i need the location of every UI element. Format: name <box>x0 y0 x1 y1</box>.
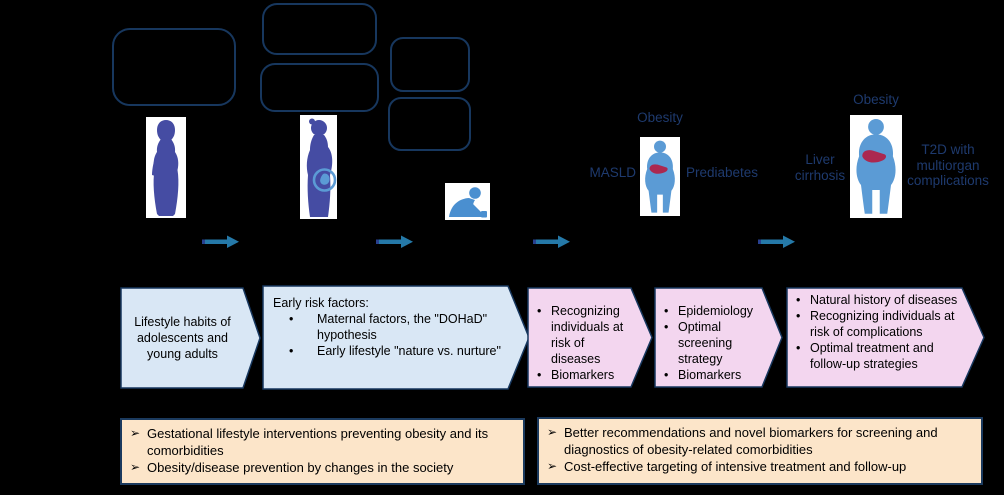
bullet-item: Early lifestyle "nature vs. nurture" <box>273 343 505 359</box>
chevron-text: Lifestyle habits of adolescents and youn… <box>134 315 231 361</box>
chevron-bullet-list: Natural history of diseases Recognizing … <box>795 292 963 372</box>
outline-box-2 <box>262 3 377 55</box>
bullet-item: Maternal factors, the "DOHaD" hypothesis <box>273 311 505 343</box>
prediabetes-label: Prediabetes <box>686 165 759 180</box>
outline-box-5 <box>388 97 471 151</box>
recommendation-list: Gestational lifestyle interventions prev… <box>130 425 515 476</box>
bullet-item: Optimal treatment and follow-up strategi… <box>795 340 963 372</box>
right-arrow-icon-1 <box>202 235 239 248</box>
bullet-item: Epidemiology <box>663 303 767 319</box>
recommendation-item: Obesity/disease prevention by changes in… <box>130 459 515 476</box>
recommendation-item: Cost-effective targeting of intensive tr… <box>547 458 973 475</box>
bullet-item: Biomarkers <box>536 367 636 383</box>
chevron-lifestyle-habits: Lifestyle habits of adolescents and youn… <box>120 287 261 389</box>
woman-silhouette-icon <box>146 117 186 218</box>
recommendation-item: Gestational lifestyle interventions prev… <box>130 425 515 459</box>
bullet-item: Recognizing individuals at risk of disea… <box>536 303 636 367</box>
recommendation-item: Better recommendations and novel biomark… <box>547 424 973 458</box>
obesity-label-mid: Obesity <box>637 110 683 125</box>
obesity-label-right: Obesity <box>853 92 899 107</box>
chevron-bullet-list: Epidemiology Optimal screening strategy … <box>663 303 767 383</box>
t2d-complications-label: T2D with multiorgan complications <box>907 142 989 189</box>
bullet-item: Recognizing individuals at risk of compl… <box>795 308 963 340</box>
chevron-title: Early risk factors: <box>273 296 369 310</box>
bullet-item: Biomarkers <box>663 367 767 383</box>
obese-person-with-liver-icon <box>640 137 680 216</box>
outline-box-4 <box>390 37 470 92</box>
chevron-epidemiology: Epidemiology Optimal screening strategy … <box>654 287 783 388</box>
right-arrow-icon-4 <box>758 235 795 248</box>
recommendation-list: Better recommendations and novel biomark… <box>547 424 973 475</box>
chevron-bullet-list: Maternal factors, the "DOHaD" hypothesis… <box>273 311 505 359</box>
obese-person-with-liver-icon-large <box>850 115 902 218</box>
liver-cirrhosis-label: Liver cirrhosis <box>794 152 846 183</box>
outline-box-3 <box>260 63 379 112</box>
chevron-early-risk-factors: Early risk factors: Maternal factors, th… <box>262 285 530 390</box>
chevron-recognizing-individuals: Recognizing individuals at risk of disea… <box>527 287 653 388</box>
pregnant-woman-silhouette-icon <box>300 115 337 219</box>
bullet-item: Optimal screening strategy <box>663 319 767 367</box>
chevron-bullet-list: Recognizing individuals at risk of disea… <box>536 303 636 383</box>
masld-label: MASLD <box>589 165 636 180</box>
crawling-child-silhouette-icon <box>445 183 490 220</box>
right-arrow-icon-3 <box>533 235 570 248</box>
chevron-natural-history: Natural history of diseases Recognizing … <box>786 287 985 388</box>
right-arrow-icon-2 <box>376 235 413 248</box>
recommendation-box-left: Gestational lifestyle interventions prev… <box>120 418 525 485</box>
outline-box-1 <box>112 28 236 106</box>
recommendation-box-right: Better recommendations and novel biomark… <box>537 417 983 485</box>
bullet-item: Natural history of diseases <box>795 292 963 308</box>
